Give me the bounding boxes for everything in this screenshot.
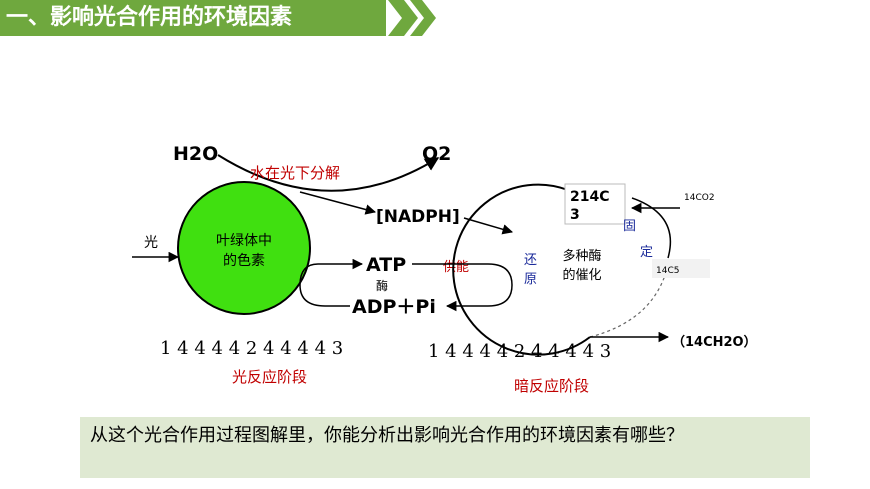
water-split-arrow bbox=[217, 154, 440, 192]
calvin-cycle-arc bbox=[452, 183, 591, 356]
light-stage-label: 光反应阶段 bbox=[232, 368, 307, 386]
nadph-arrow bbox=[299, 191, 377, 215]
atp-label: ATP bbox=[366, 254, 406, 276]
pigment-label-1: 叶绿体中 bbox=[216, 233, 272, 249]
water-split-label: 水在光下分解 bbox=[250, 164, 340, 182]
c3-box bbox=[564, 183, 626, 225]
o2-label: O2 bbox=[422, 143, 451, 165]
section-title: 一、影响光合作用的环境因素 bbox=[0, 0, 386, 36]
c5-return-arc bbox=[589, 264, 671, 338]
c3-label-1: 214C bbox=[570, 189, 610, 205]
co2-label: 14CO2 bbox=[684, 193, 715, 203]
c5-label: 14C5 bbox=[656, 266, 679, 276]
energy-supply-label: 供能 bbox=[443, 260, 469, 275]
pigment-label-2: 的色素 bbox=[223, 252, 265, 269]
c5-to-c3-arc bbox=[631, 197, 672, 259]
nadph-label: [NADPH] bbox=[376, 207, 460, 227]
nadph-to-cycle-arrow bbox=[463, 217, 514, 235]
product-label: （14CH2O） bbox=[672, 334, 757, 350]
sequence-right: 1 4 4 4 4 2 4 4 4 4 3 bbox=[428, 341, 611, 362]
fix-label-2: 定 bbox=[640, 245, 653, 260]
enzymes-label-1: 多种酶 bbox=[562, 248, 601, 264]
enzymes-label-2: 的催化 bbox=[562, 267, 601, 283]
h2o-label: H2O bbox=[173, 143, 218, 165]
reduce-label-2: 原 bbox=[524, 272, 537, 287]
chevron-right-icon bbox=[388, 0, 436, 36]
adp-to-atp-loop bbox=[299, 263, 350, 307]
adp-pi-label: ADP＋Pi bbox=[352, 296, 436, 318]
pigment-circle bbox=[177, 181, 311, 315]
dark-stage-label: 暗反应阶段 bbox=[514, 377, 589, 395]
c3-label-2: 3 bbox=[570, 207, 580, 223]
question-box: 从这个光合作用过程图解里，你能分析出影响光合作用的环境因素有哪些？ bbox=[80, 417, 810, 478]
fix-label-1: 固 bbox=[623, 219, 636, 234]
energy-supply-loop bbox=[412, 263, 513, 312]
sequence-left: 1 4 4 4 4 2 4 4 4 4 3 bbox=[160, 338, 343, 359]
reduce-label-1: 还 bbox=[524, 253, 537, 268]
enzyme-label: 酶 bbox=[376, 278, 388, 293]
question-text: 从这个光合作用过程图解里，你能分析出影响光合作用的环境因素有哪些？ bbox=[90, 425, 684, 446]
c5-box bbox=[652, 259, 710, 278]
light-label: 光 bbox=[144, 235, 158, 251]
